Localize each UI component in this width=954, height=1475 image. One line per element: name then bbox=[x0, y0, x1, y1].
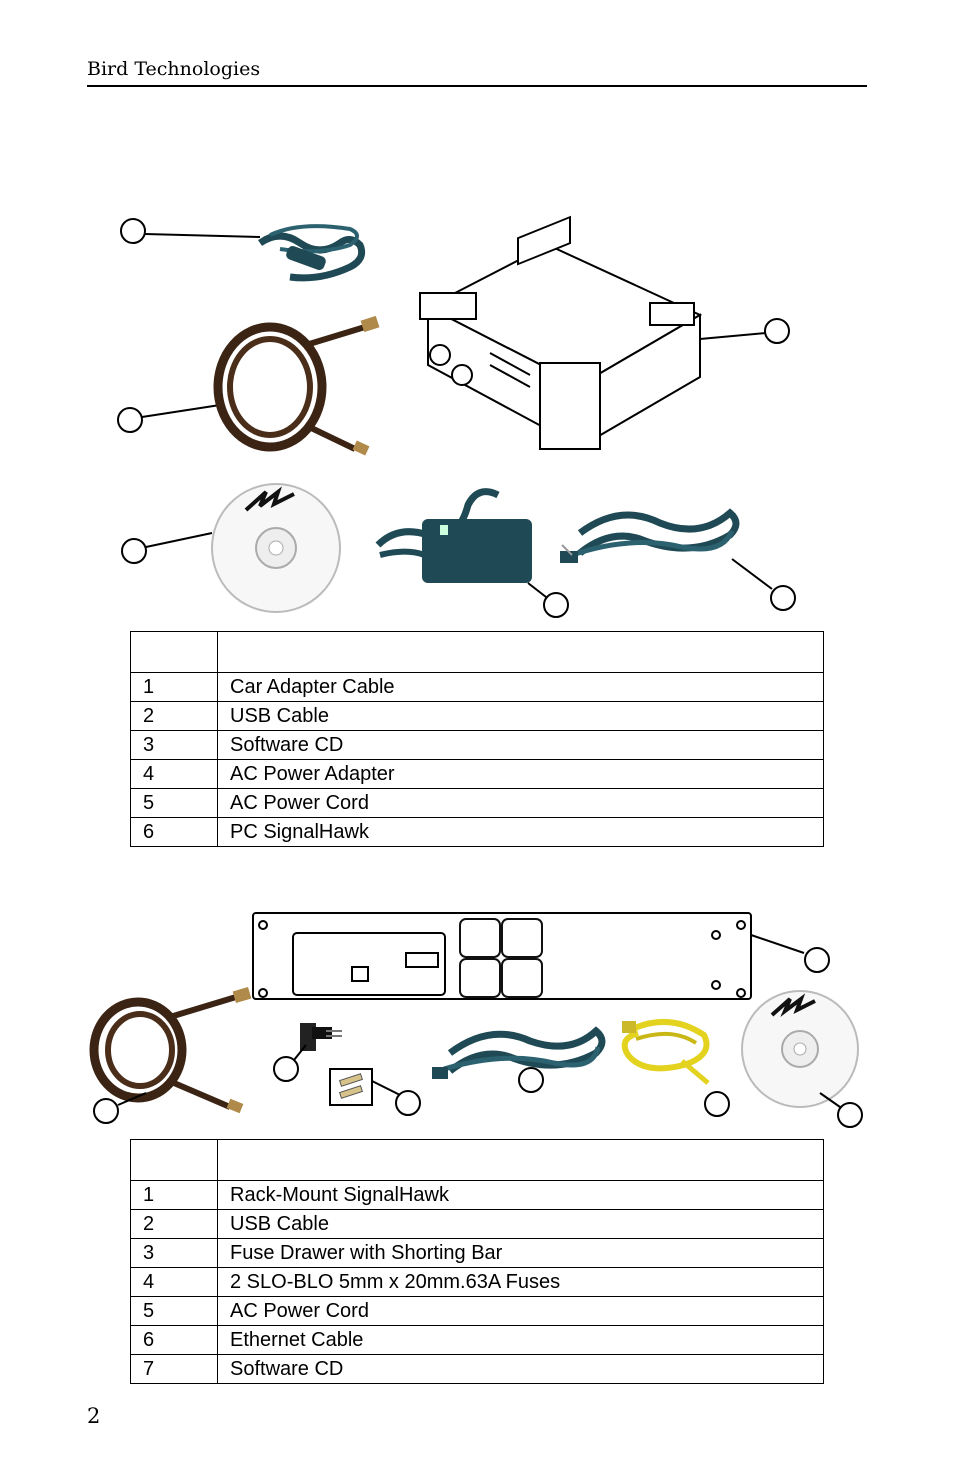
callout-ac-power-adapter bbox=[527, 582, 569, 618]
ac-power-cord-image bbox=[432, 1026, 606, 1079]
rack-mount-signalhawk-image bbox=[252, 912, 752, 1000]
callout-software-cd bbox=[819, 1092, 863, 1128]
table-header-row bbox=[130, 1139, 824, 1181]
callout-rack-signalhawk bbox=[750, 934, 830, 973]
car-adapter-cable-image bbox=[257, 224, 366, 282]
rack-signalhawk-kit-figure bbox=[89, 912, 863, 1128]
callout-usb-cable bbox=[117, 404, 221, 433]
header-rule bbox=[87, 85, 867, 87]
callout-ac-power-cord bbox=[731, 558, 796, 611]
callout-software-cd bbox=[121, 532, 213, 564]
table-header-row bbox=[130, 631, 824, 673]
ethernet-cable-image bbox=[621, 1019, 710, 1085]
software-cd-image bbox=[211, 483, 341, 613]
fan-grille-group bbox=[459, 918, 543, 998]
pc-signalhawk-kit-figure bbox=[117, 215, 796, 618]
software-cd-image bbox=[741, 990, 859, 1108]
ac-power-cord-image bbox=[560, 508, 740, 563]
callout-car-adapter bbox=[120, 218, 261, 244]
running-header: Bird Technologies bbox=[87, 58, 261, 80]
usb-cable-image bbox=[213, 315, 380, 456]
ac-power-adapter-image bbox=[375, 488, 532, 583]
callout-usb-cable bbox=[93, 1092, 147, 1124]
callout-pc-signalhawk bbox=[699, 318, 790, 344]
callout-fuses bbox=[371, 1080, 421, 1116]
callout-ac-power-cord bbox=[518, 1067, 544, 1093]
usb-cable-image bbox=[89, 987, 252, 1114]
page-number: 2 bbox=[87, 1404, 101, 1428]
fuse-drawer-image bbox=[300, 1023, 342, 1051]
callout-fuse-drawer bbox=[273, 1044, 307, 1082]
pc-signalhawk-unit-image bbox=[419, 215, 703, 450]
callout-ethernet-cable bbox=[704, 1091, 730, 1117]
fuses-image bbox=[329, 1068, 373, 1106]
